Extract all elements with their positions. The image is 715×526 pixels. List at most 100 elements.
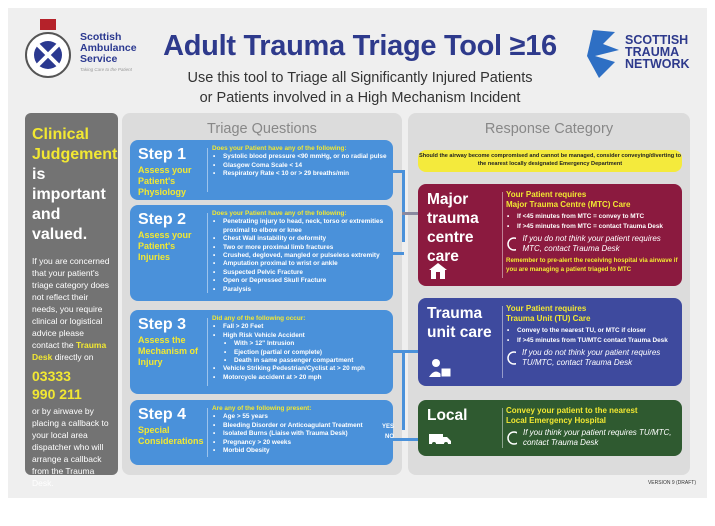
sub-criterion: Death in same passenger compartment bbox=[212, 357, 389, 366]
step-title: Step 3 bbox=[138, 316, 187, 333]
cj-heading: Judgement bbox=[32, 146, 118, 163]
sub-criterion: With > 12" Intrusion bbox=[212, 340, 389, 349]
requirement-line: Major Trauma Centre (MTC) Care bbox=[506, 200, 631, 209]
phone-line: 990 211 bbox=[32, 386, 82, 402]
airway-banner: Should the airway become compromised and… bbox=[418, 150, 682, 172]
connector bbox=[402, 350, 405, 430]
step-desc: Assess the Mechanism of Injury bbox=[138, 335, 199, 367]
cj-heading: is important bbox=[32, 166, 106, 203]
response-category-heading: Response Category bbox=[484, 121, 614, 137]
stn-name-2: TRAUMA bbox=[625, 45, 680, 59]
step-4: Step 4 Special Considerations Are any of… bbox=[130, 400, 393, 465]
category-name: Major trauma centre care bbox=[427, 191, 479, 265]
criterion: Motorcycle accident at > 20 mph bbox=[212, 374, 389, 383]
cj-text-2: directly on bbox=[54, 352, 94, 362]
instruction: If >45 minutes from MTC = contact Trauma… bbox=[506, 222, 678, 232]
cj-heading: Clinical bbox=[32, 126, 89, 143]
instruction: Convey to the nearest TU, or MTC if clos… bbox=[506, 326, 678, 336]
cj-text: If you are concerned that your patient's… bbox=[32, 255, 111, 363]
criterion: Bleeding Disorder or Anticoagulant Treat… bbox=[212, 422, 389, 431]
pre-alert-note: Remember to pre-alert the receiving hosp… bbox=[506, 257, 678, 273]
step-question: Did any of the following occur: bbox=[212, 315, 306, 322]
headset-icon bbox=[507, 237, 517, 251]
connector bbox=[392, 438, 418, 441]
instruction: If <45 minutes from MTC = convey to MTC bbox=[506, 212, 678, 222]
step-desc: Assess your Patient's Injuries bbox=[138, 230, 192, 262]
local-box: Local Convey your patient to the nearest… bbox=[418, 400, 682, 456]
criterion: Paralysis bbox=[212, 286, 389, 295]
trauma-desk-note: If you do not think your patient require… bbox=[521, 348, 661, 367]
criterion: Glasgow Coma Scale < 14 bbox=[212, 162, 389, 171]
hospital-icon bbox=[429, 263, 447, 279]
step-desc: Assess your Patient's Physiology bbox=[138, 165, 192, 197]
criterion: Morbid Obesity bbox=[212, 447, 389, 456]
connector bbox=[392, 350, 418, 353]
requirement-line: Local Emergency Hospital bbox=[506, 416, 607, 425]
step-title: Step 2 bbox=[138, 211, 187, 228]
connector bbox=[392, 252, 404, 255]
sas-name-2: Ambulance bbox=[80, 42, 137, 54]
criterion: Chest Wall instability or deformity bbox=[212, 235, 389, 244]
requirement-line: Your Patient requires bbox=[506, 190, 587, 199]
headset-icon bbox=[507, 431, 517, 445]
ambulance-icon bbox=[429, 434, 451, 446]
requirement-line: Trauma Unit (TU) Care bbox=[506, 314, 591, 323]
trauma-desk-phone: 03333 990 211 bbox=[32, 367, 111, 403]
headset-icon bbox=[507, 351, 516, 365]
stn-name-1: SCOTTISH bbox=[625, 33, 689, 47]
instruction: If >45 minutes from TU/MTC contact Traum… bbox=[506, 336, 678, 346]
criterion: Suspected Pelvic Fracture bbox=[212, 269, 389, 278]
triage-questions-heading: Triage Questions bbox=[207, 121, 317, 137]
cj-text-3: or by airwave by placing a callback to y… bbox=[32, 406, 109, 488]
step-question: Does your Patient have any of the follow… bbox=[212, 145, 347, 152]
criterion: Fall > 20 Feet bbox=[212, 323, 389, 332]
major-trauma-box: Major trauma centre care Your Patient re… bbox=[418, 184, 682, 286]
phone-line: 03333 bbox=[32, 368, 71, 384]
sub-criterion: Ejection (partial or complete) bbox=[212, 349, 389, 358]
no-label: NO bbox=[385, 434, 394, 440]
step-question: Does your Patient have any of the follow… bbox=[212, 210, 347, 217]
step-title: Step 1 bbox=[138, 146, 187, 163]
sas-crest-icon bbox=[25, 19, 71, 78]
criterion: Penetrating injury to head, neck, torso … bbox=[212, 218, 389, 235]
connector bbox=[402, 170, 405, 242]
criterion: Open or Depressed Skull Fracture bbox=[212, 277, 389, 286]
category-name: Local bbox=[427, 407, 468, 424]
step-title: Step 4 bbox=[138, 406, 187, 423]
sas-name-3: Service bbox=[80, 53, 118, 65]
trauma-desk-note: If you do not think your patient require… bbox=[522, 234, 661, 253]
stn-logo-icon bbox=[587, 30, 619, 78]
step-2: Step 2 Assess your Patient's Injuries Do… bbox=[130, 205, 393, 301]
clinical-judgement-panel: Clinical Judgement is important and valu… bbox=[25, 113, 118, 518]
criterion: Two or more proximal limb fractures bbox=[212, 244, 389, 253]
trauma-desk-label: Trauma Desk bbox=[32, 340, 107, 362]
sas-name-1: Scottish bbox=[80, 31, 122, 43]
category-name: Trauma unit care bbox=[427, 305, 492, 341]
trauma-desk-note: If you think your patient requires TU/MT… bbox=[522, 428, 672, 447]
sas-tagline: Taking Care to the Patient bbox=[80, 67, 132, 72]
trauma-unit-box: Trauma unit care Your Patient requires T… bbox=[418, 298, 682, 386]
medic-icon bbox=[429, 359, 452, 378]
page-subtitle: Use this tool to Triage all Significantl… bbox=[150, 68, 570, 108]
criterion: Pregnancy > 20 weeks bbox=[212, 439, 389, 448]
criterion: Vehicle Striking Pedestrian/Cyclist at >… bbox=[212, 365, 389, 374]
headset-icon bbox=[34, 500, 54, 518]
step-desc: Special Considerations bbox=[138, 425, 204, 446]
criterion: Age > 55 years bbox=[212, 413, 389, 422]
criterion: Systolic blood pressure <90 mmHg, or no … bbox=[212, 153, 389, 162]
page-title: Adult Trauma Triage Tool ≥16 bbox=[163, 30, 557, 62]
subtitle-line: or Patients involved in a High Mechanism… bbox=[199, 90, 521, 106]
criterion: Amputation proximal to wrist or ankle bbox=[212, 260, 389, 269]
connector bbox=[402, 212, 418, 215]
criterion: Crushed, degloved, mangled or pulseless … bbox=[212, 252, 389, 261]
requirement-line: Convey your patient to the nearest bbox=[506, 406, 638, 415]
yes-label: YES bbox=[382, 424, 395, 430]
connector bbox=[392, 170, 404, 173]
stn-name-3: NETWORK bbox=[625, 57, 690, 71]
cj-heading: and valued. bbox=[32, 206, 88, 243]
step-1: Step 1 Assess your Patient's Physiology … bbox=[130, 140, 393, 200]
step-3: Step 3 Assess the Mechanism of Injury Di… bbox=[130, 310, 393, 394]
step-question: Are any of the following present: bbox=[212, 405, 312, 412]
